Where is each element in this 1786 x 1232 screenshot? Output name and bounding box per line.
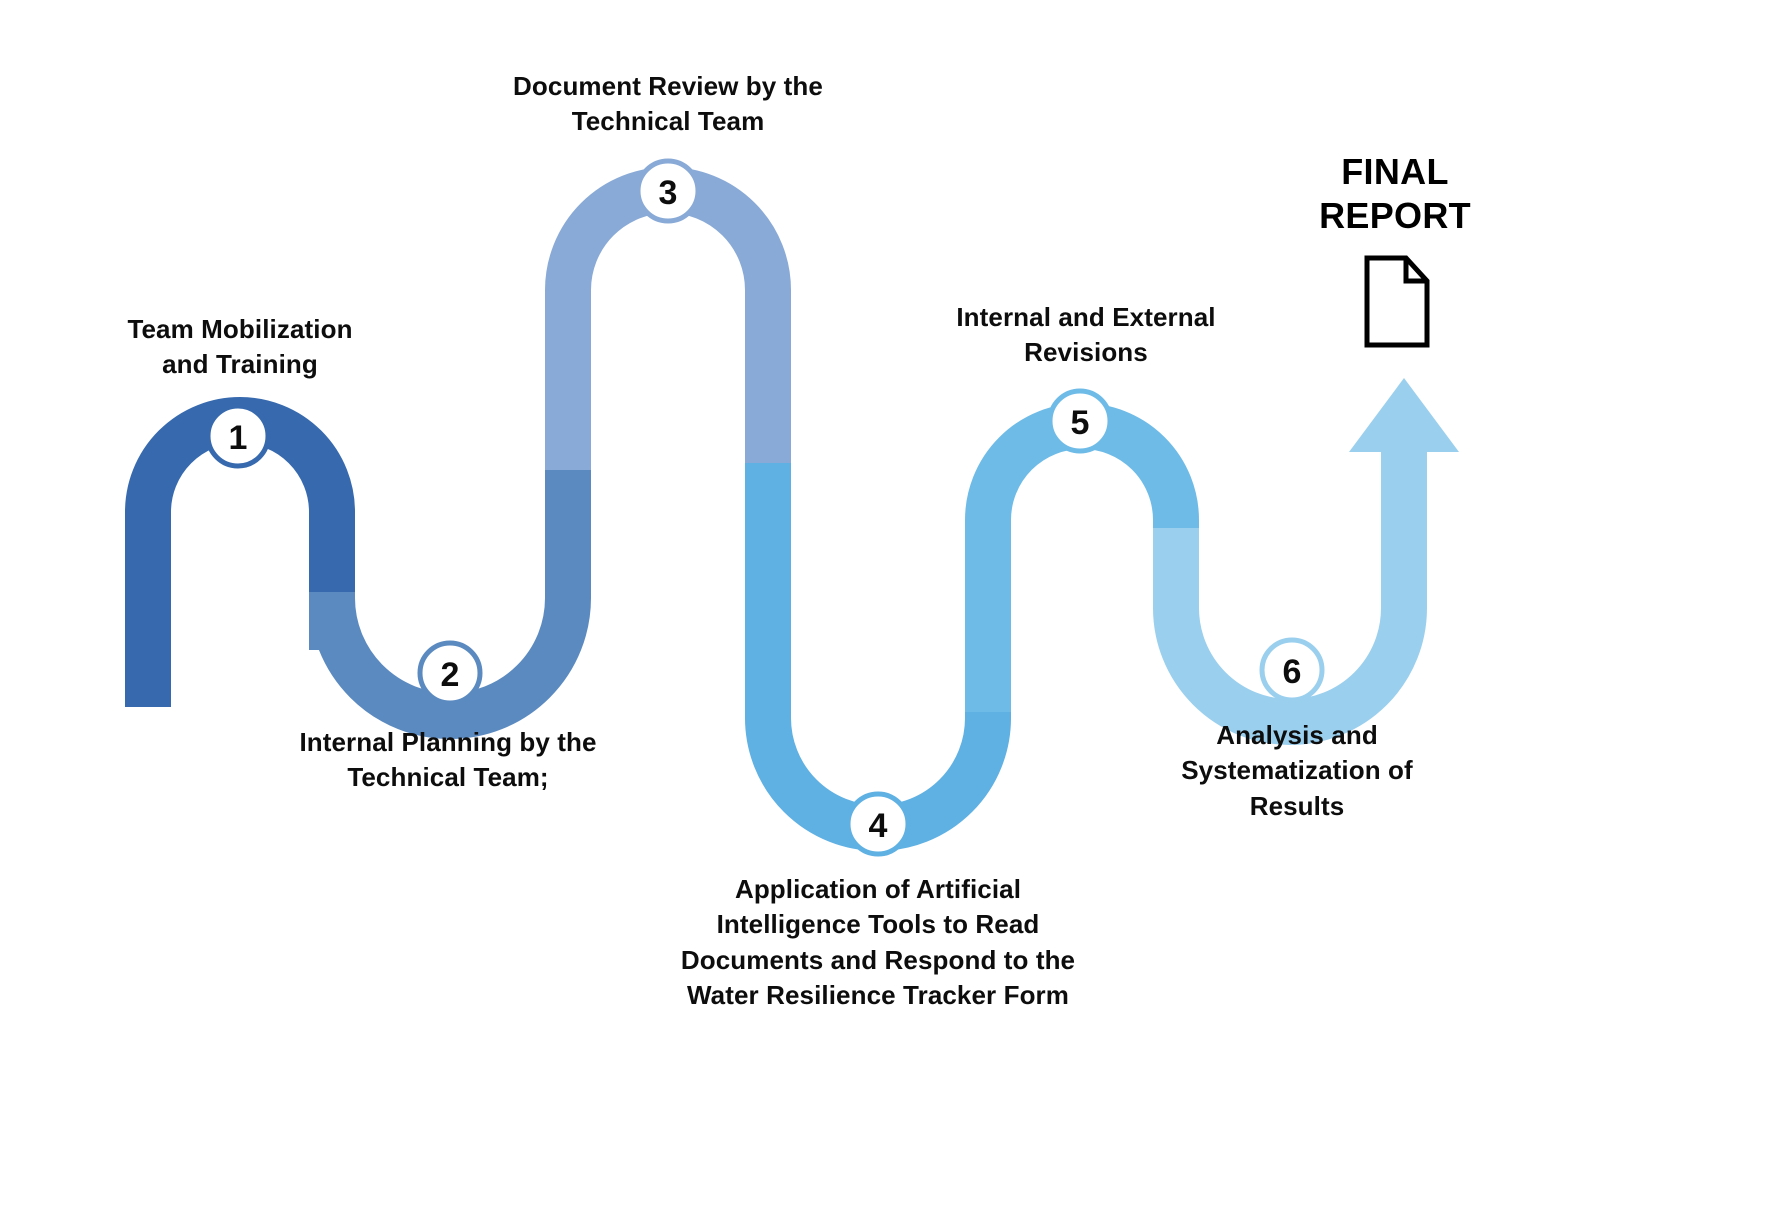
step-label-3-line1: Document Review by the	[513, 71, 823, 101]
final-report-line2: REPORT	[1319, 194, 1471, 236]
step-label-5: Internal and External Revisions	[926, 300, 1246, 371]
step-label-6-line1: Analysis and	[1216, 720, 1378, 750]
node-marker-1[interactable]: 1	[205, 403, 271, 469]
node-number-6: 6	[1283, 653, 1302, 691]
final-report-title: FINAL REPORT	[1275, 150, 1515, 238]
node-marker-4[interactable]: 4	[845, 791, 911, 857]
node-number-4: 4	[869, 807, 888, 845]
final-report-line1: FINAL	[1341, 151, 1449, 192]
path-segment-4	[745, 463, 1011, 851]
step-label-4: Application of Artificial Intelligence T…	[668, 872, 1088, 1013]
path-segment-3	[545, 167, 791, 470]
step-label-1-line1: Team Mobilization	[127, 314, 353, 344]
up-arrow-icon	[1349, 378, 1459, 452]
step-label-5-line1: Internal and External	[956, 302, 1216, 332]
step-label-6: Analysis and Systematization of Results	[1162, 718, 1432, 824]
node-marker-6[interactable]: 6	[1259, 637, 1325, 703]
step-label-2-line2: Technical Team;	[347, 762, 549, 793]
step-label-4-line4: Water Resilience Tracker Form	[687, 980, 1069, 1011]
node-number-2: 2	[441, 656, 460, 694]
path-segment-6	[1153, 440, 1427, 745]
step-label-2-line1: Internal Planning by the	[299, 727, 597, 757]
step-label-4-line1: Application of Artificial	[734, 874, 1022, 904]
step-label-1: Team Mobilization and Training	[90, 312, 390, 383]
step-label-4-line3: Documents and Respond to the	[680, 944, 1076, 975]
step-label-6-line3: Results	[1249, 790, 1345, 821]
step-label-1-line2: and Training	[162, 349, 318, 380]
step-label-4-line2: Intelligence Tools to Read	[716, 909, 1040, 940]
node-marker-5[interactable]: 5	[1047, 388, 1113, 454]
node-marker-2[interactable]: 2	[417, 640, 483, 706]
node-number-1: 1	[229, 419, 248, 457]
document-icon	[1364, 255, 1430, 348]
node-number-5: 5	[1071, 404, 1090, 442]
step-label-2: Internal Planning by the Technical Team;	[278, 725, 618, 796]
node-number-3: 3	[659, 174, 678, 212]
path-segment-5	[965, 403, 1199, 712]
step-label-5-line2: Revisions	[1024, 337, 1148, 368]
node-marker-3[interactable]: 3	[635, 158, 701, 224]
step-label-3: Document Review by the Technical Team	[492, 69, 844, 140]
step-label-3-line2: Technical Team	[571, 106, 765, 137]
step-label-6-line2: Systematization of	[1181, 755, 1413, 786]
